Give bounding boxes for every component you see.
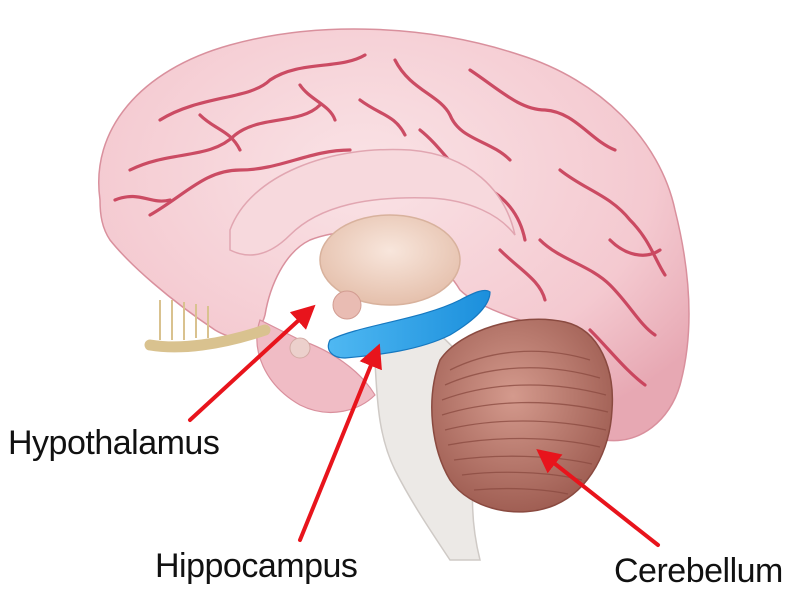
hypothalamus-label: Hypothalamus [8, 426, 219, 460]
cerebellum-label: Cerebellum [614, 554, 783, 588]
hypothalamus-shape [333, 291, 361, 319]
hippocampus-label: Hippocampus [155, 549, 357, 583]
pituitary-shape [290, 338, 310, 358]
thalamus-shape [320, 215, 460, 305]
cerebellum-shape [432, 319, 613, 512]
